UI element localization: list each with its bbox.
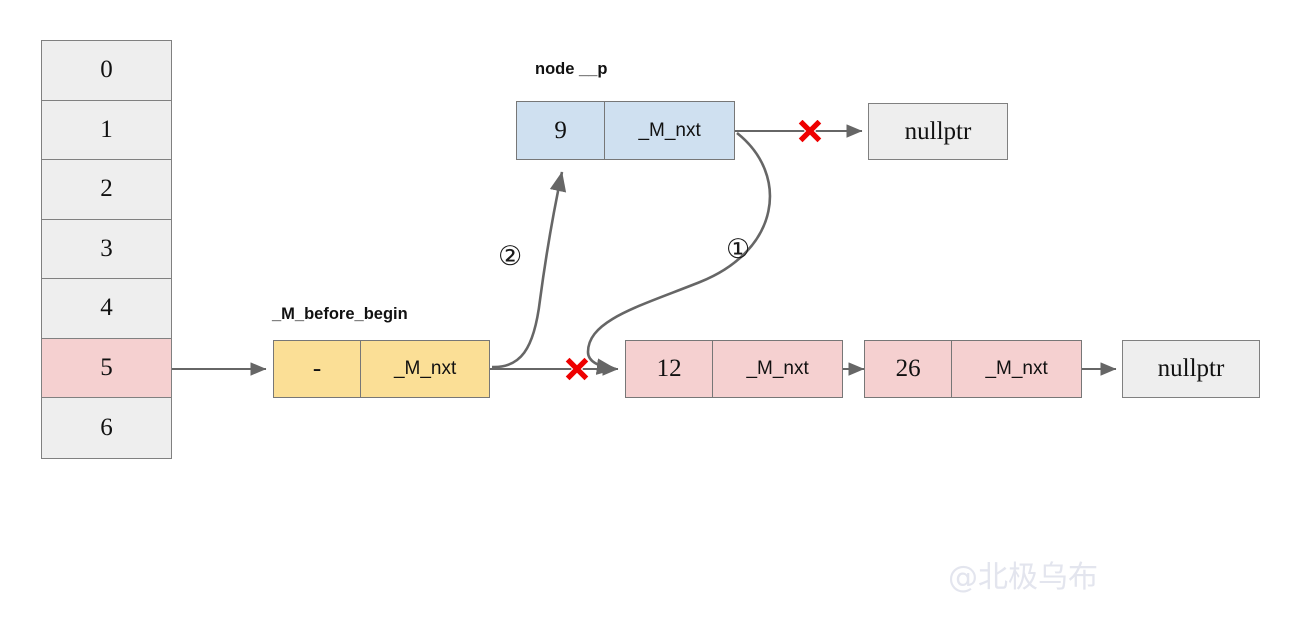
node-p-caption: node __p	[535, 60, 608, 78]
node-p[interactable]: 9 _M_nxt	[516, 101, 735, 160]
bucket-cell-3[interactable]: 3	[42, 219, 171, 279]
bucket-cell-2[interactable]: 2	[42, 160, 171, 220]
step-marker-one: ①	[726, 234, 751, 264]
step-marker-two: ②	[498, 241, 523, 271]
bucket-cell-1[interactable]: 1	[42, 100, 171, 160]
nullptr-terminal-top: nullptr	[868, 103, 1008, 160]
node-26-next-field: _M_nxt	[951, 341, 1081, 397]
before-begin-value: -	[274, 341, 361, 397]
broken-link-top-icon	[795, 116, 825, 146]
bucket-cell-4[interactable]: 4	[42, 279, 171, 339]
node-12-value: 12	[626, 341, 713, 397]
bucket-cell-0[interactable]: 0	[42, 41, 171, 101]
nullptr-terminal-bottom: nullptr	[1122, 340, 1260, 398]
node-12-next-field: _M_nxt	[712, 341, 842, 397]
node-p-value: 9	[517, 102, 605, 159]
watermark: @北极乌布	[948, 560, 1098, 595]
node-26[interactable]: 26 _M_nxt	[864, 340, 1082, 398]
broken-link-bottom-icon	[562, 354, 592, 384]
node-26-value: 26	[865, 341, 952, 397]
bucket-cell-6[interactable]: 6	[42, 398, 171, 458]
node-12[interactable]: 12 _M_nxt	[625, 340, 843, 398]
node-p-next-field: _M_nxt	[604, 102, 734, 159]
before-begin-next-field: _M_nxt	[360, 341, 489, 397]
before-begin-caption: _M_before_begin	[272, 305, 408, 323]
node-before-begin[interactable]: - _M_nxt	[273, 340, 490, 398]
bucket-cell-5[interactable]: 5	[42, 338, 171, 398]
hash-bucket-array: 0 1 2 3 4 5 6	[41, 40, 172, 459]
